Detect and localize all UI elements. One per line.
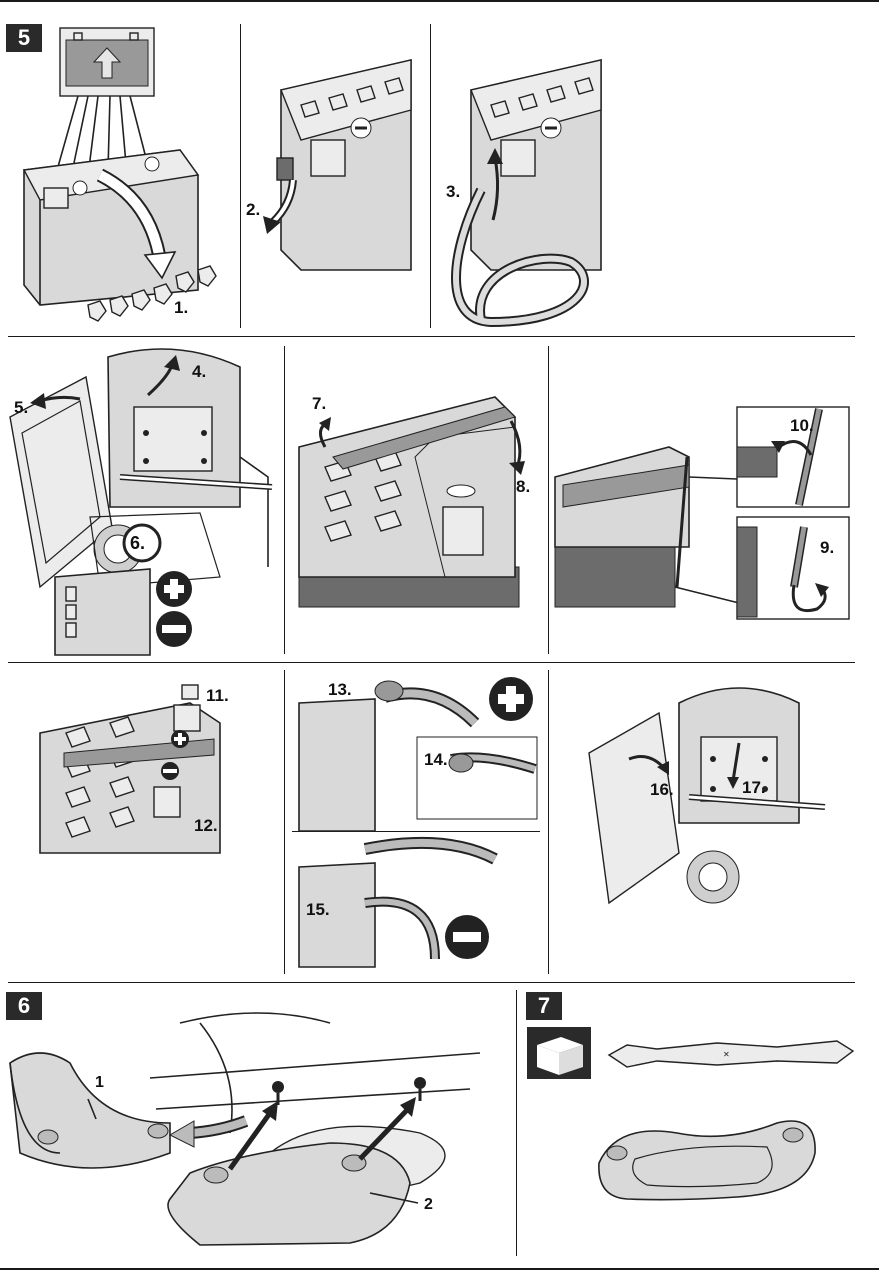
terminal-connect-illustration bbox=[285, 663, 548, 974]
step-9-label: 9. bbox=[820, 538, 834, 558]
contents-illustration: ✕ bbox=[517, 983, 855, 1263]
minus-icon bbox=[445, 915, 489, 959]
callout-1: 1 bbox=[95, 1074, 104, 1092]
step-15-label: 15. bbox=[306, 900, 330, 920]
plus-icon bbox=[489, 677, 533, 721]
svg-text:✕: ✕ bbox=[723, 1050, 730, 1059]
battery-caps-illustration bbox=[0, 0, 240, 336]
step-3-label: 3. bbox=[446, 182, 460, 202]
step-12-label: 12. bbox=[194, 816, 218, 836]
step-5-label: 5. bbox=[14, 398, 28, 418]
step-1-label: 1. bbox=[174, 298, 188, 318]
blade-icon: ✕ bbox=[609, 1041, 853, 1067]
battery-icon bbox=[60, 28, 154, 96]
bottom-rule bbox=[0, 1268, 879, 1270]
step-16-label: 16. bbox=[650, 780, 674, 800]
callout-2: 2 bbox=[424, 1196, 433, 1214]
vent-unplug-illustration bbox=[241, 0, 430, 336]
step-4-label: 4. bbox=[192, 362, 206, 382]
step-11-label: 11. bbox=[206, 686, 229, 706]
plus-icon bbox=[156, 571, 192, 607]
box-icon bbox=[527, 1027, 591, 1079]
step-13-label: 13. bbox=[328, 680, 352, 700]
minus-icon bbox=[156, 611, 192, 647]
strap-illustration bbox=[285, 337, 548, 659]
battery-install-illustration bbox=[0, 663, 284, 974]
step-7-label: 7. bbox=[312, 394, 326, 414]
step-17-label: 17. bbox=[742, 778, 766, 798]
hook-detail-illustration bbox=[549, 337, 855, 659]
step-10-label: 10. bbox=[790, 416, 814, 436]
mower-open-illustration bbox=[0, 337, 284, 659]
vent-hose-illustration bbox=[431, 0, 611, 336]
step-14-label: 14. bbox=[424, 750, 448, 770]
step-8-label: 8. bbox=[516, 477, 530, 497]
step-2-label: 2. bbox=[246, 200, 260, 220]
step-6-label: 6. bbox=[130, 533, 145, 554]
deflector-illustration bbox=[0, 983, 516, 1263]
mower-close-illustration bbox=[549, 663, 855, 974]
